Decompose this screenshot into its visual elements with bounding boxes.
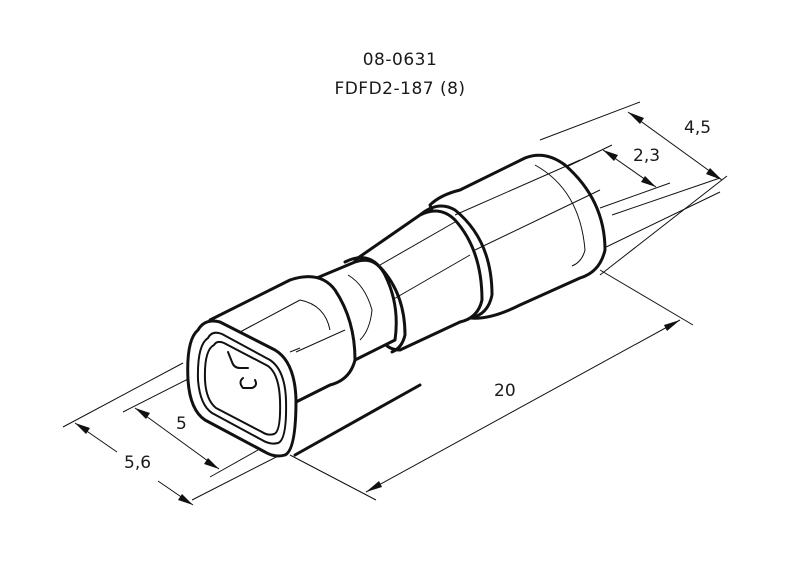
- dim-inner-diameter: [559, 144, 721, 251]
- label-inner-diameter: 2,3: [633, 146, 661, 166]
- dim-length: [289, 269, 694, 501]
- label-body-width: 5,6: [124, 453, 152, 473]
- label-tab-width: 5: [176, 414, 187, 434]
- part-number: 08-0631: [362, 50, 438, 70]
- label-outer-diameter: 4,5: [684, 118, 712, 138]
- label-length: 20: [494, 381, 516, 401]
- terminal-body: [186, 153, 607, 458]
- dim-tab-width: [62, 362, 291, 501]
- dim-outer-diameter: [539, 101, 728, 276]
- dim-body-width: [74, 422, 194, 506]
- title-block: 08-0631 FDFD2-187 (8): [310, 46, 490, 104]
- model-code: FDFD2-187 (8): [334, 79, 466, 99]
